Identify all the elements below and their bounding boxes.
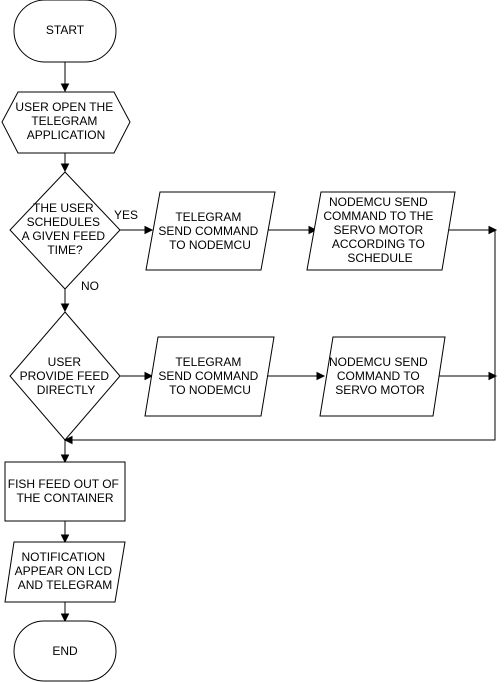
arrowhead — [144, 225, 154, 235]
arrowhead — [60, 163, 70, 173]
arrowhead — [60, 83, 70, 93]
arrowhead — [488, 225, 498, 235]
edge-rail-return — [71, 230, 496, 441]
direct-feed-decision-node: USER PROVIDE FEED DIRECTLY — [9, 311, 121, 441]
end-terminator-shape — [13, 620, 117, 682]
open-app-node: USER OPEN THE TELEGRAM APPLICATION — [1, 91, 131, 154]
arrowhead — [60, 613, 70, 623]
feed-out-label: FISH FEED OUT OF THE CONTAINER — [8, 477, 122, 505]
telegram-send-2-parallelogram-shape — [144, 336, 275, 417]
end-label: END — [52, 644, 78, 658]
connectors — [60, 62, 498, 623]
telegram-send-node-1: TELEGRAM SEND COMMAND TO NODEMCU — [145, 191, 276, 271]
arrowhead — [144, 371, 154, 381]
nodemcu-send-1-parallelogram-shape — [306, 191, 456, 271]
notification-parallelogram-shape — [4, 541, 126, 603]
direct-feed-diamond-shape — [9, 311, 121, 441]
no-edge-label: NO — [81, 279, 99, 293]
arrowhead — [316, 371, 326, 381]
telegram-send-1-parallelogram-shape — [145, 191, 276, 271]
arrowhead — [60, 454, 70, 464]
arrowhead — [488, 371, 498, 381]
arrowhead — [60, 303, 70, 313]
notification-label: NOTIFICATION APPEAR ON LCD AND TELEGRAM — [15, 550, 116, 592]
nodemcu-send-2-parallelogram-shape — [319, 336, 446, 417]
start-terminator-shape — [13, 0, 117, 63]
schedule-diamond-shape — [9, 171, 121, 290]
notification-node: NOTIFICATION APPEAR ON LCD AND TELEGRAM — [4, 541, 126, 603]
nodemcu-send-node-2: NODEMCU SEND COMMAND TO SERVO MOTOR — [319, 336, 446, 417]
feed-out-node: FISH FEED OUT OF THE CONTAINER — [4, 461, 126, 522]
arrowhead — [60, 534, 70, 544]
arrowhead — [63, 435, 73, 445]
telegram-send-2-label: TELEGRAM SEND COMMAND TO NODEMCU — [158, 355, 261, 397]
start-label: START — [46, 23, 85, 37]
open-app-label: USER OPEN THE TELEGRAM APPLICATION — [15, 100, 116, 142]
start-node: START — [13, 0, 117, 63]
yes-edge-label: YES — [114, 208, 138, 222]
schedule-decision-node: THE USER SCHEDULES A GIVEN FEED TIME? — [9, 171, 121, 290]
schedule-label: THE USER SCHEDULES A GIVEN FEED TIME? — [22, 201, 109, 257]
nodemcu-send-1-label: NODEMCU SEND COMMAND TO THE SERVO MOTOR … — [323, 195, 436, 265]
end-node: END — [13, 620, 117, 682]
arrowhead — [308, 225, 318, 235]
nodemcu-send-2-label: NODEMCU SEND COMMAND TO SERVO MOTOR — [329, 355, 431, 397]
telegram-send-node-2: TELEGRAM SEND COMMAND TO NODEMCU — [144, 336, 275, 417]
direct-feed-label: USER PROVIDE FEED DIRECTLY — [20, 355, 113, 397]
feed-out-process-shape — [4, 461, 126, 522]
telegram-send-1-label: TELEGRAM SEND COMMAND TO NODEMCU — [158, 210, 261, 252]
open-app-hexagon-shape — [1, 91, 131, 154]
nodemcu-send-node-1: NODEMCU SEND COMMAND TO THE SERVO MOTOR … — [306, 191, 456, 271]
